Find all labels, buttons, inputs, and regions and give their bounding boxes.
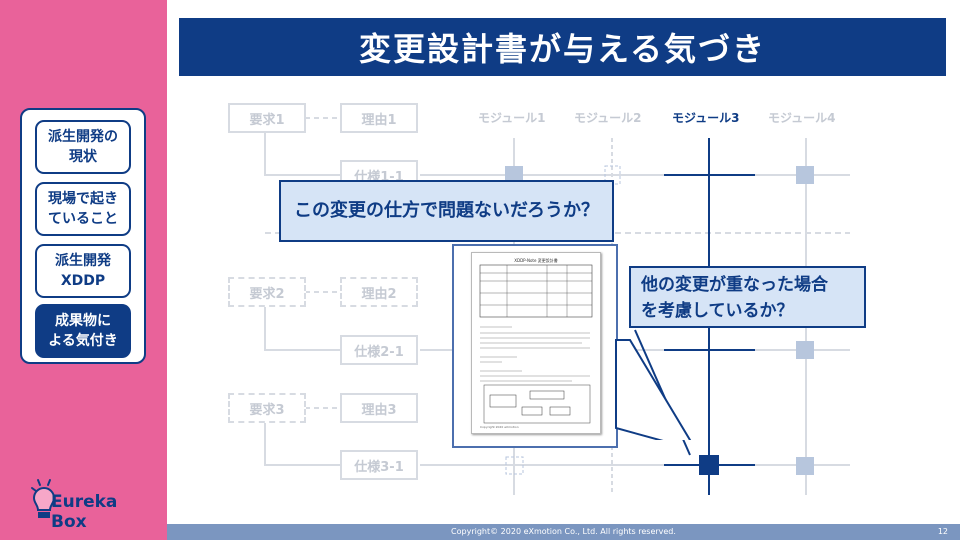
lightbulb-icon — [31, 479, 56, 518]
grid-mark-m1-s1 — [505, 166, 523, 184]
nav-item-onsite[interactable]: 現場で起き ていること — [35, 182, 131, 236]
reason-3: 理由3 — [340, 393, 418, 423]
spec-2-1: 仕様2-1 — [340, 335, 418, 365]
section-nav: 派生開発の 現状 現場で起き ていること 派生開発 XDDP 成果物に よる気付… — [20, 108, 146, 364]
footer: Copyright© 2020 eXmotion Co., Ltd. All r… — [167, 524, 960, 540]
module-4-label: モジュール4 — [768, 111, 836, 125]
document-title: XDDP-Note 変更設計書 — [514, 258, 558, 263]
nav-item-current-state[interactable]: 派生開発の 現状 — [35, 120, 131, 174]
page-number: 12 — [937, 527, 948, 536]
reason-1: 理由1 — [340, 103, 418, 133]
logo-text: Eureka Box — [51, 492, 118, 532]
callout-arrow — [615, 339, 692, 440]
reason-2: 理由2 — [340, 277, 418, 307]
callout-change-method: この変更の仕方で問題ないだろうか？ — [279, 180, 614, 242]
spec-3-1: 仕様3-1 — [340, 450, 418, 480]
requirement-1: 要求1 — [228, 103, 306, 133]
requirement-3: 要求3 — [228, 393, 306, 423]
grid-mark-m1-s3 — [505, 456, 524, 475]
document-page: XDDP-Note 変更設計書 — [471, 252, 601, 434]
nav-item-deliverables[interactable]: 成果物に よる気付き — [35, 304, 131, 358]
document-copyright: Copyright 2020 eXmotion — [480, 425, 519, 429]
change-design-document: XDDP-Note 変更設計書 — [452, 244, 618, 448]
requirement-2: 要求2 — [228, 277, 306, 307]
callout-overlapping-changes: 他の変更が重なった場合 を考慮しているか？ — [629, 266, 866, 328]
document-content — [479, 264, 593, 424]
module-2-label: モジュール2 — [574, 111, 642, 125]
nav-item-xddp[interactable]: 派生開発 XDDP — [35, 244, 131, 298]
slide-title: 変更設計書が与える気づき — [179, 18, 946, 76]
module-1-label: モジュール1 — [478, 111, 546, 125]
grid-mark-m3-s3 — [699, 455, 719, 475]
grid-mark-m4-s2 — [796, 341, 814, 359]
footer-copyright: Copyright© 2020 eXmotion Co., Ltd. All r… — [451, 527, 676, 536]
logo: Eureka Box — [28, 478, 148, 532]
grid-mark-m4-s3 — [796, 457, 814, 475]
module-3-label: モジュール3 — [672, 111, 740, 125]
grid-mark-m4-s1 — [796, 166, 814, 184]
